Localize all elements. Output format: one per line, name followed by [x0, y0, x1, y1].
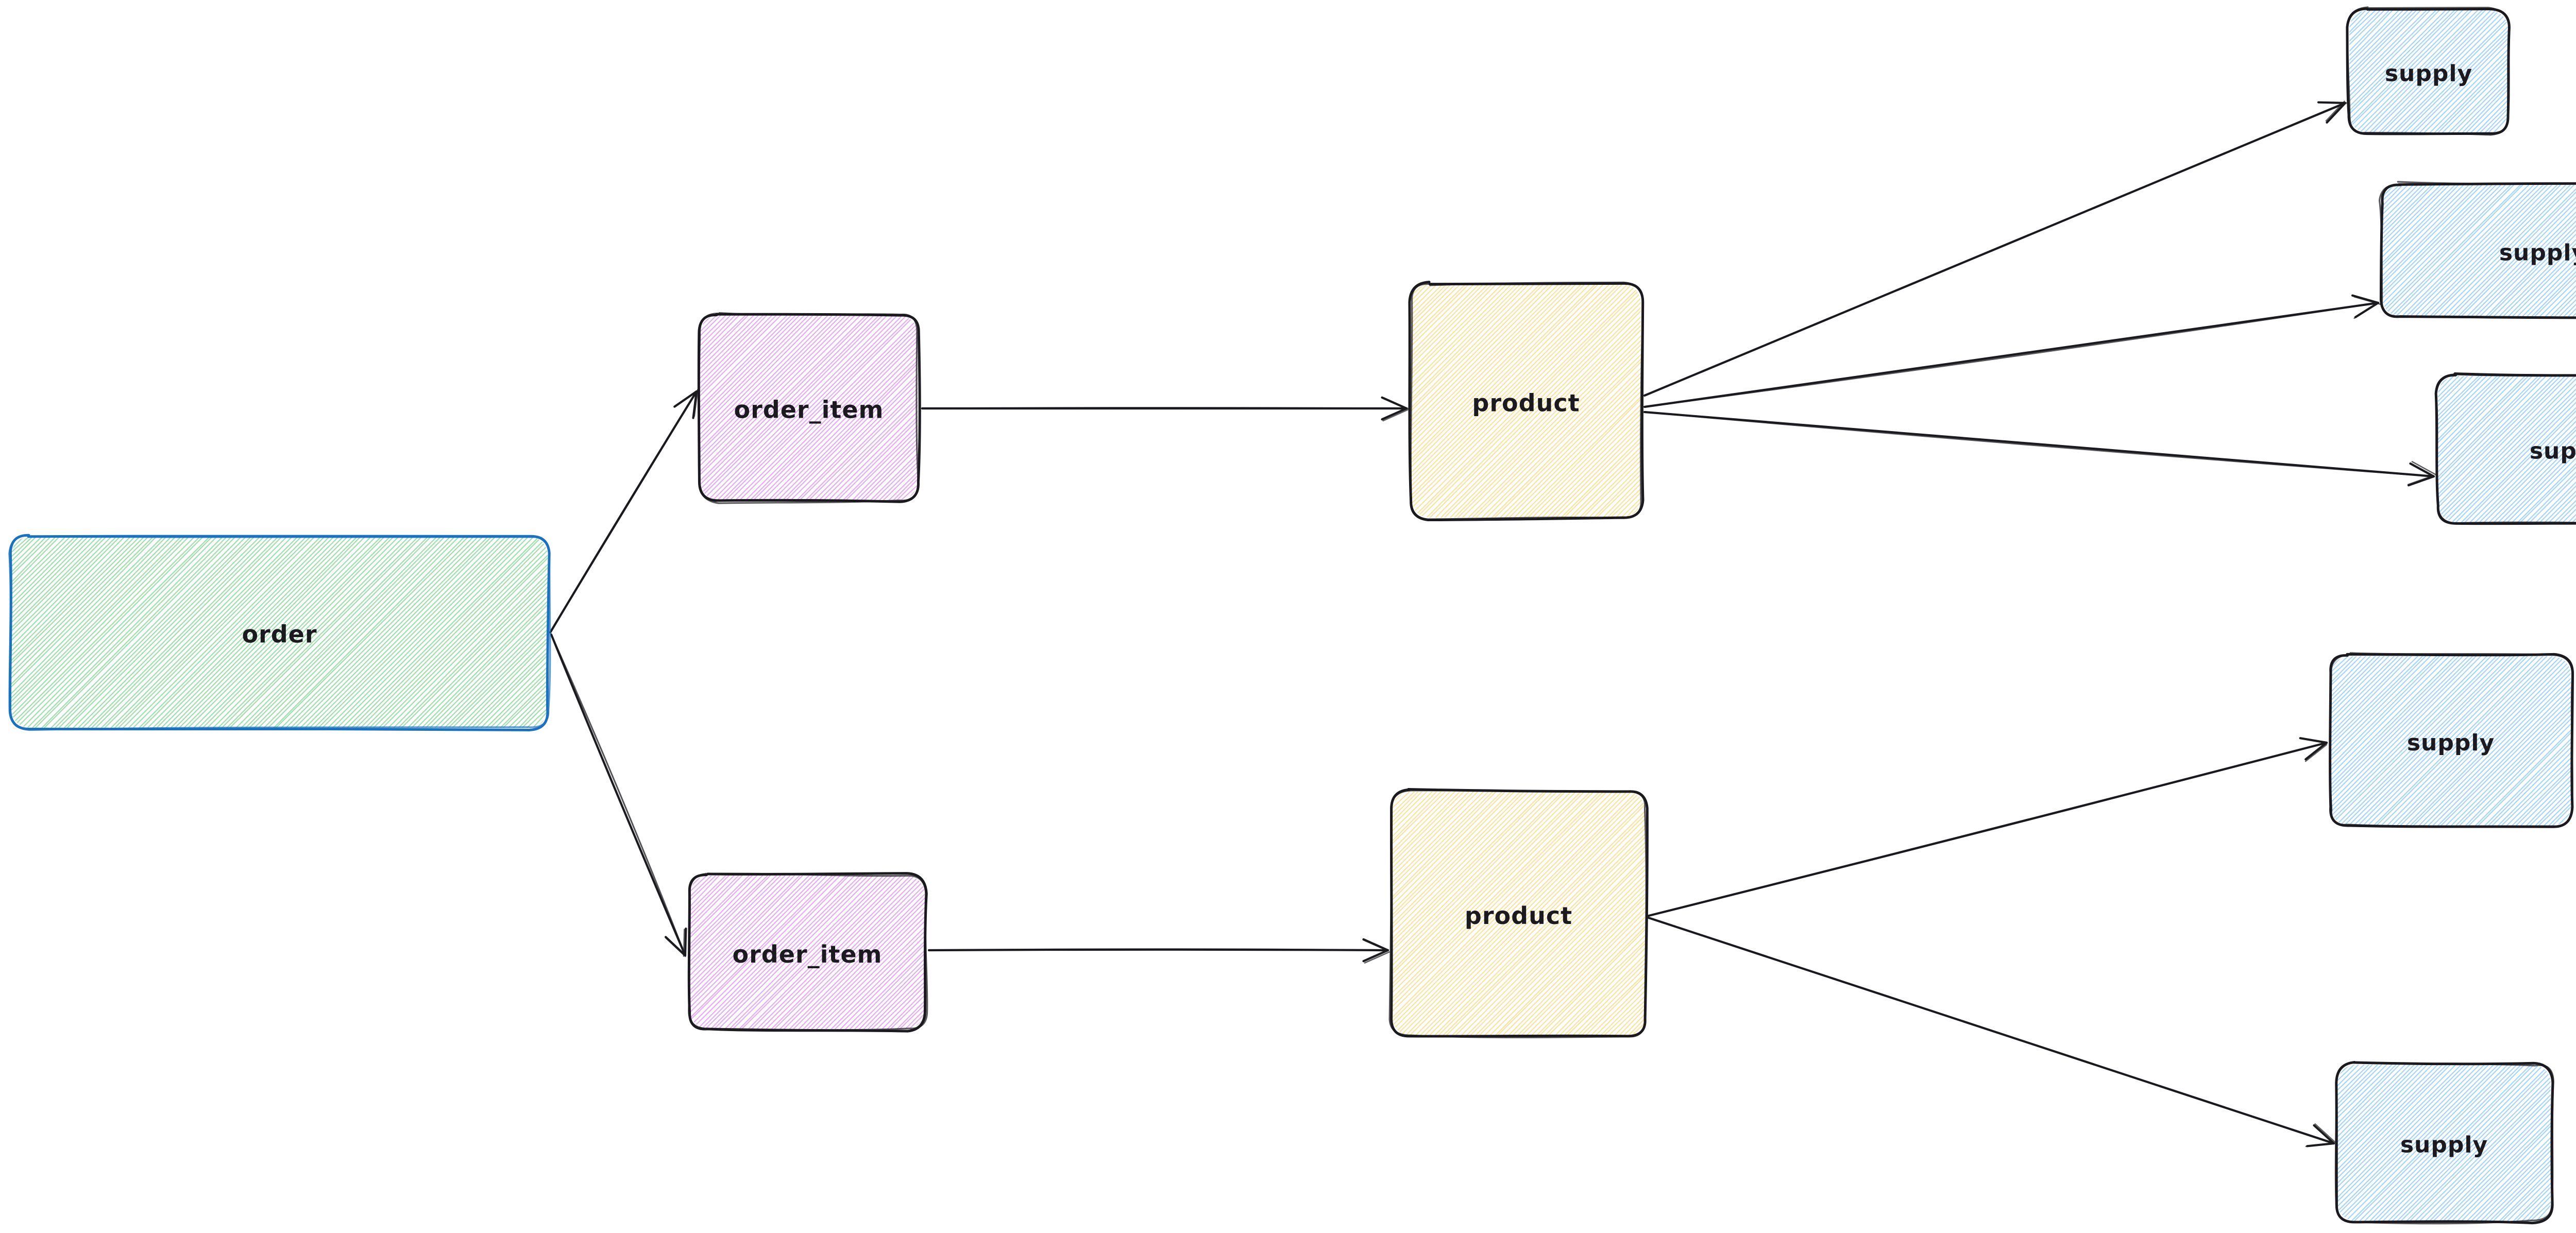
arrowhead-barb — [1362, 939, 1388, 952]
node-outline — [8, 535, 551, 731]
node-hachure-fill — [2337, 1065, 2551, 1221]
arrowhead-barb — [2407, 475, 2434, 486]
edge-line — [1648, 742, 2328, 917]
edge-line — [549, 390, 698, 633]
arrowhead-barb — [674, 390, 698, 407]
node-label: order — [242, 621, 317, 648]
node-label: supply — [2499, 240, 2576, 266]
arrowhead-barb — [2326, 101, 2347, 124]
node-hachure-fill — [700, 315, 918, 500]
node-supply-1[interactable]: supply — [2346, 6, 2511, 136]
node-outline — [2334, 1061, 2554, 1225]
node-hachure-fill — [1392, 792, 1645, 1036]
node-outline — [698, 312, 920, 504]
node-label: supply — [2385, 61, 2472, 87]
node-product-top[interactable]: product — [1408, 281, 1645, 522]
node-supply-3[interactable]: supply — [2434, 372, 2576, 525]
arrowhead-barb — [1364, 951, 1390, 964]
edge-product-top-to-supply-2[interactable] — [1643, 294, 2381, 408]
arrowhead-barb — [2353, 296, 2381, 305]
edge-product-top-to-supply-1[interactable] — [1643, 100, 2348, 397]
arrowhead-barb — [2351, 294, 2380, 304]
edge-line — [550, 633, 687, 957]
edge-line — [1643, 102, 2346, 397]
nodes-layer: orderorder_itemorder_itemproductproducts… — [8, 6, 2576, 1225]
node-order-item-bottom[interactable]: order_item — [687, 872, 928, 1033]
arrowhead-barb — [665, 937, 686, 957]
arrowhead-barb — [2313, 1124, 2335, 1145]
node-outline — [1410, 281, 1644, 520]
arrowhead-barb — [2314, 1123, 2336, 1143]
arrowhead-barb — [2304, 744, 2328, 762]
arrowhead-barb — [2304, 741, 2328, 761]
node-background — [9, 534, 549, 729]
arrowhead-barb — [2305, 1143, 2333, 1148]
node-outline — [688, 872, 928, 1031]
edge-product-bottom-to-supply-5[interactable] — [1647, 916, 2336, 1148]
edge-product-bottom-to-supply-4[interactable] — [1647, 737, 2328, 917]
node-outline — [2378, 181, 2576, 318]
arrowhead-barb — [693, 389, 699, 417]
arrowhead-barb — [684, 927, 687, 957]
arrowhead-barb — [1381, 407, 1408, 421]
arrowhead-barb — [1382, 409, 1409, 422]
node-supply-2[interactable]: supply — [2378, 181, 2576, 319]
node-label: product — [1472, 389, 1580, 417]
edge-line — [1643, 301, 2380, 408]
arrowhead-barb — [2353, 303, 2378, 319]
edge-order-item-top-to-product[interactable] — [921, 396, 1409, 422]
node-hachure-fill — [2382, 185, 2576, 317]
node-outline — [2435, 373, 2576, 524]
node-label: product — [1465, 902, 1572, 930]
edge-line — [550, 633, 686, 956]
edges-layer — [549, 100, 2436, 1148]
node-supply-5[interactable]: supply — [2334, 1060, 2554, 1225]
arrowhead-barb — [2407, 475, 2435, 487]
node-label: supply — [2530, 438, 2576, 465]
edge-line — [1648, 917, 2335, 1144]
arrowhead-barb — [2325, 100, 2345, 122]
edge-line — [928, 948, 1389, 951]
node-hachure-fill — [2349, 10, 2508, 133]
node-hachure-fill — [2331, 656, 2571, 826]
node-hachure-fill — [2438, 376, 2576, 522]
edge-line — [1643, 302, 2379, 408]
node-outline — [2346, 6, 2510, 136]
edge-line — [1643, 411, 2435, 477]
arrowhead-barb — [2299, 737, 2328, 743]
node-order-item-top[interactable]: order_item — [697, 312, 921, 504]
node-background — [2381, 182, 2576, 319]
edge-order-to-order-item-bottom[interactable] — [550, 633, 687, 957]
node-label: order_item — [734, 396, 884, 424]
node-hachure-fill — [11, 537, 548, 728]
arrowhead-barb — [2409, 462, 2435, 478]
arrowhead-barb — [692, 390, 698, 419]
node-label: supply — [2407, 730, 2495, 756]
node-supply-4[interactable]: supply — [2329, 652, 2574, 828]
node-product-bottom[interactable]: product — [1388, 788, 1649, 1038]
node-order[interactable]: order — [8, 534, 551, 731]
edge-order-to-order-item-top[interactable] — [549, 389, 699, 634]
edge-order-item-bottom-to-product[interactable] — [927, 938, 1390, 964]
node-outline — [1388, 790, 1647, 1038]
arrowhead-barb — [1362, 949, 1389, 963]
node-label: order_item — [733, 940, 883, 968]
node-outline — [2329, 652, 2573, 827]
node-label: supply — [2400, 1132, 2488, 1158]
node-hachure-fill — [690, 876, 925, 1029]
node-hachure-fill — [1411, 284, 1641, 518]
arrowhead-barb — [2411, 461, 2436, 475]
edge-product-top-to-supply-3[interactable] — [1643, 410, 2436, 487]
arrowhead-barb — [1383, 397, 1409, 409]
